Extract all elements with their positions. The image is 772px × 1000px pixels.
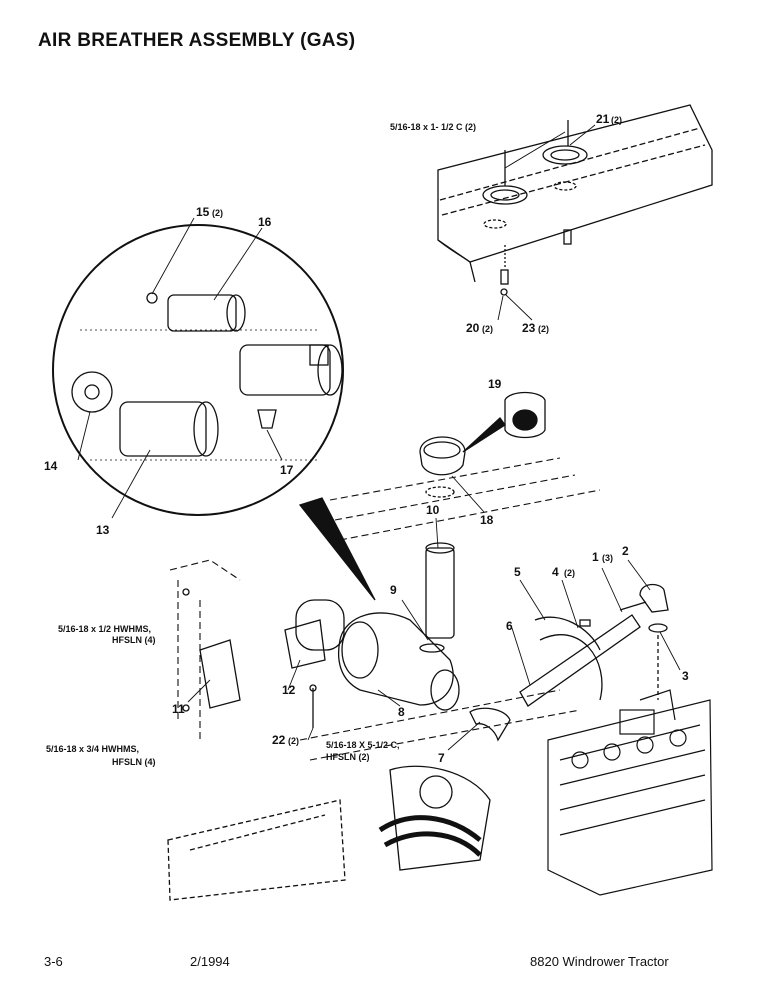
callout-15-qty: (2) [212,208,223,218]
callout-12: 12 [282,683,296,697]
callout-2: 2 [622,544,629,558]
precleaner [419,391,546,498]
stack-pipe [419,542,455,653]
callout-13: 13 [96,523,110,537]
callout-22-qty: (2) [288,736,299,746]
callout-18: 18 [480,513,494,527]
callout-10: 10 [426,503,440,517]
callout-11: 11 [172,702,185,716]
engine-block [547,689,713,896]
page-title: AIR BREATHER ASSEMBLY (GAS) [38,30,356,51]
callout-21: 21 [596,112,610,126]
callout-23: 23 [522,321,536,335]
fastener-top: 5/16-18 x 1- 1/2 C (2) [390,122,476,132]
callout-21-qty: (2) [611,115,622,125]
intake-piping [469,583,669,742]
fastener-left2-a: 5/16-18 x 3/4 HWHMS, [46,744,139,754]
fastener-left2-b: HFSLN (4) [112,757,156,767]
filter-detail-inset [52,224,344,516]
callout-8: 8 [398,705,405,719]
hood-panel [437,104,713,296]
callout-23-qty: (2) [538,324,549,334]
callout-labels: 21 (2) 5/16-18 x 1- 1/2 C (2) 20 (2) 23 … [44,112,689,767]
bracket [199,639,241,709]
callout-20: 20 [466,321,480,335]
callout-5: 5 [514,565,521,579]
lower-frame [167,765,491,901]
fastener-left1-b: HFSLN (4) [112,635,156,645]
callout-22: 22 [272,733,286,747]
callout-7: 7 [438,751,445,765]
callout-15: 15 [196,205,210,219]
fastener-mid-a: 5/16-18 X 5-1/2 C, [326,740,400,750]
leader-lines [77,124,681,751]
model-name: 8820 Windrower Tractor [530,954,669,969]
callout-1-qty: (3) [602,553,613,563]
callout-9: 9 [390,583,397,597]
callout-4-qty: (2) [564,568,575,578]
callout-19: 19 [488,377,502,391]
callout-14: 14 [44,459,58,473]
callout-1: 1 [592,550,599,564]
callout-17: 17 [280,463,294,477]
page-number: 3-6 [44,954,63,969]
callout-20-qty: (2) [482,324,493,334]
callout-6: 6 [506,619,513,633]
callout-16: 16 [258,215,272,229]
air-cleaner [284,599,460,711]
frame-outline [169,457,601,761]
callout-4: 4 [552,565,559,579]
inset-pointer [298,497,376,601]
callout-3: 3 [682,669,689,683]
fastener-left1-a: 5/16-18 x 1/2 HWHMS, [58,624,151,634]
revision-date: 2/1994 [190,954,230,969]
fastener-mid-b: HFSLN (2) [326,752,370,762]
